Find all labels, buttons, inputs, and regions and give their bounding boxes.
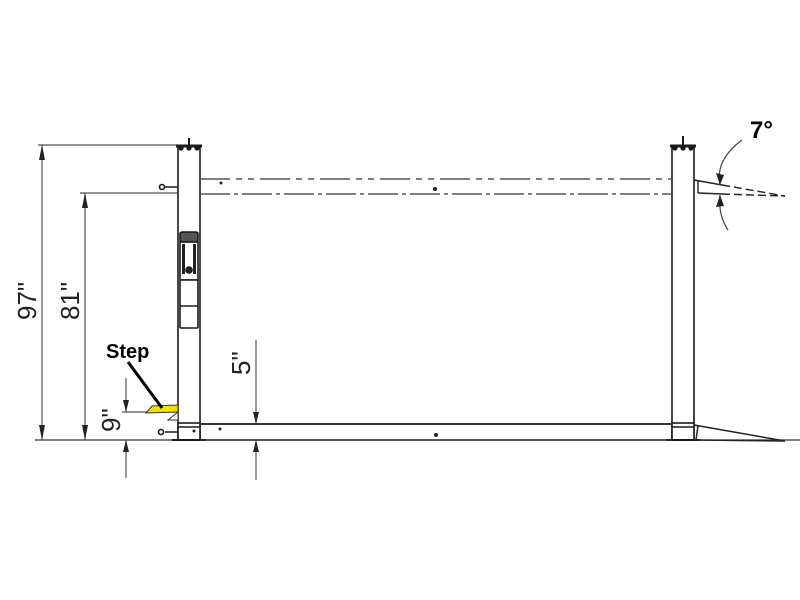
dimension-9 (122, 378, 148, 478)
lowered-ramp (693, 424, 786, 442)
step-label: Step (106, 341, 149, 363)
left-post (157, 138, 206, 441)
raised-ramp (693, 179, 786, 197)
angle-indicator (716, 139, 743, 231)
angle-label: 7° (750, 117, 773, 144)
dimension-81 (80, 192, 190, 440)
right-post (666, 136, 700, 441)
dimension-81-label: 81" (55, 282, 85, 320)
dimension-5-label: 5" (226, 351, 256, 375)
dimension-97-label: 97" (12, 282, 42, 320)
lowered-runway (192, 423, 672, 441)
dimension-5 (253, 340, 259, 480)
step-leader-line (126, 361, 164, 409)
dimension-97 (38, 144, 178, 440)
step (126, 361, 179, 421)
dimension-9-label: 9" (96, 408, 126, 432)
raised-runway (200, 178, 672, 195)
